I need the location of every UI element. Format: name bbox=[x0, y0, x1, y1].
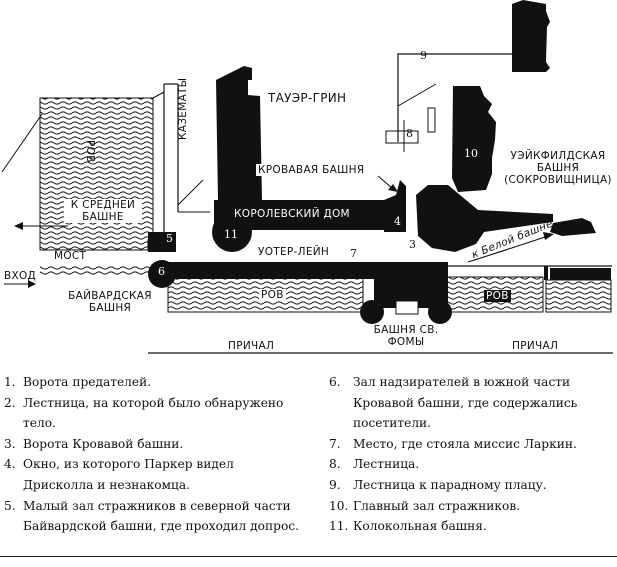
building-10 bbox=[452, 86, 496, 192]
marker-1: 1 bbox=[424, 271, 431, 284]
white-tower-arrow bbox=[467, 232, 554, 263]
marker-10: 10 bbox=[464, 147, 478, 160]
legend-item: 8. Лестница. bbox=[329, 454, 611, 475]
legend-item: 10. Главный зал стражников. bbox=[329, 496, 611, 517]
moat-left bbox=[39, 97, 154, 251]
tower-9-building bbox=[512, 0, 550, 72]
marker-6: 6 bbox=[158, 265, 165, 278]
st-thomas-circle-left bbox=[360, 300, 384, 324]
legend-item: 1. Ворота предателей. bbox=[4, 372, 302, 393]
st-thomas-notch bbox=[395, 300, 419, 315]
legend: 1. Ворота предателей. 2. Лестница, на кото… bbox=[0, 372, 617, 547]
wall-left-diag-1 bbox=[152, 91, 165, 99]
legend-item: 5. Малый зал стражников в северной части … bbox=[4, 496, 302, 537]
label-byward-tower: БАЙВАРДСКАЯ БАШНЯ bbox=[62, 290, 158, 314]
right-wall-piece bbox=[550, 218, 596, 236]
legend-item-number: 8. bbox=[329, 457, 341, 472]
marker-7: 7 bbox=[350, 247, 357, 260]
wakefield-circle bbox=[419, 194, 475, 250]
bottom-rule bbox=[0, 556, 617, 557]
marker-2: 2 bbox=[404, 264, 411, 277]
legend-item-text: Лестница к парадному плацу. bbox=[353, 477, 547, 492]
label-bridge: МОСТ bbox=[54, 250, 87, 262]
moat-right-2 bbox=[545, 279, 612, 313]
label-moat-center: РОВ bbox=[259, 289, 286, 301]
label-tower-green: ТАУЭР-ГРИН bbox=[268, 91, 347, 105]
legend-item-text: Место, где стояла миссис Ларкин. bbox=[353, 436, 577, 451]
marker-5: 5 bbox=[166, 232, 173, 245]
legend-item-number: 5. bbox=[4, 498, 16, 513]
st-thomas-circle-right bbox=[428, 300, 452, 324]
legend-item-number: 1. bbox=[4, 375, 16, 389]
marker-9: 9 bbox=[420, 49, 427, 62]
wall-left-diag-2 bbox=[177, 179, 204, 206]
middle-tower-arrow bbox=[14, 222, 68, 230]
kings-house-building bbox=[214, 200, 384, 230]
legend-item-number: 10. bbox=[329, 498, 349, 513]
label-bloody-tower: КРОВАВАЯ БАШНЯ bbox=[256, 164, 367, 176]
bloody-tower-building bbox=[216, 66, 262, 200]
legend-item-text: Лестница, на которой было обнаружено тел… bbox=[23, 395, 284, 431]
marker-3: 3 bbox=[409, 238, 416, 251]
label-to-middle-tower: К СРЕДНЕЙ БАШНЕ bbox=[64, 199, 142, 223]
legend-item-text: Зал надзирателей в южной части Кровавой … bbox=[353, 375, 578, 431]
legend-item: 7. Место, где стояла миссис Ларкин. bbox=[329, 434, 611, 455]
tower-6-circle bbox=[148, 260, 176, 288]
building-4 bbox=[384, 180, 406, 232]
legend-item: 6. Зал надзирателей в южной части Кроваво… bbox=[329, 372, 611, 434]
entrance-arrow bbox=[4, 280, 36, 288]
stair-8 bbox=[385, 130, 419, 144]
label-st-thomas-tower: БАШНЯ СВ. ФОМЫ bbox=[373, 324, 439, 348]
legend-item-number: 3. bbox=[4, 436, 16, 451]
label-water-lane: УОТЕР-ЛЕЙН bbox=[258, 246, 330, 258]
label-wakefield-tower: УЭЙКФИЛДСКАЯ БАШНЯ (СОКРОВИЩНИЦА) bbox=[504, 150, 612, 186]
marker-11: 11 bbox=[224, 228, 238, 241]
building-5 bbox=[148, 232, 176, 252]
legend-item: 9. Лестница к парадному плацу. bbox=[329, 475, 611, 496]
left-diagonal-arrow bbox=[1, 113, 43, 173]
legend-item-text: Лестница. bbox=[353, 457, 420, 472]
legend-item-number: 2. bbox=[4, 395, 16, 410]
legend-item: 4. Окно, из которого Паркер видел Дрискол… bbox=[4, 454, 302, 495]
legend-item-number: 4. bbox=[4, 457, 16, 472]
legend-item-text: Окно, из которого Паркер видел Дрисколла… bbox=[23, 457, 234, 492]
label-kings-house: КОРОЛЕВСКИЙ ДОМ bbox=[234, 208, 350, 220]
wakefield-door bbox=[427, 107, 436, 133]
right-wall-block-2 bbox=[550, 268, 611, 280]
legend-item-number: 11. bbox=[329, 519, 349, 534]
label-moat-right: РОВ bbox=[484, 290, 511, 302]
legend-item: 11. Колокольная башня. bbox=[329, 516, 611, 537]
moat-bridge-strip bbox=[40, 265, 152, 275]
legend-column-right: 6. Зал надзирателей в южной части Кроваво… bbox=[329, 372, 611, 537]
marker-8: 8 bbox=[406, 127, 413, 140]
legend-column-left: 1. Ворота предателей. 2. Лестница, на кото… bbox=[4, 372, 302, 537]
bloody-tower-arrow bbox=[377, 175, 398, 192]
legend-item: 3. Ворота Кровавой башни. bbox=[4, 434, 302, 455]
parade-stairs-line bbox=[397, 83, 437, 107]
right-wall-block-1 bbox=[544, 266, 548, 280]
legend-item-text: Ворота предателей. bbox=[23, 375, 152, 389]
legend-item-number: 6. bbox=[329, 375, 341, 389]
label-wharf-center: ПРИЧАЛ bbox=[228, 340, 275, 352]
legend-item-text: Главный зал стражников. bbox=[353, 498, 521, 513]
legend-item-number: 7. bbox=[329, 436, 341, 451]
marker-4: 4 bbox=[394, 215, 401, 228]
label-wharf-right: ПРИЧАЛ bbox=[512, 340, 559, 352]
legend-item: 2. Лестница, на которой было обнаружено т… bbox=[4, 393, 302, 434]
st-thomas-tower-block bbox=[374, 262, 448, 308]
legend-item-text: Малый зал стражников в северной части Ба… bbox=[23, 498, 299, 534]
legend-item-number: 9. bbox=[329, 477, 341, 492]
label-casemates: КАЗЕМАТЫ bbox=[177, 77, 189, 140]
label-moat-left: РОВ bbox=[84, 140, 96, 163]
legend-item-text: Ворота Кровавой башни. bbox=[23, 436, 184, 451]
legend-item-text: Колокольная башня. bbox=[353, 519, 487, 534]
label-entrance: ВХОД bbox=[4, 270, 37, 282]
tower-11-circle bbox=[212, 212, 252, 252]
